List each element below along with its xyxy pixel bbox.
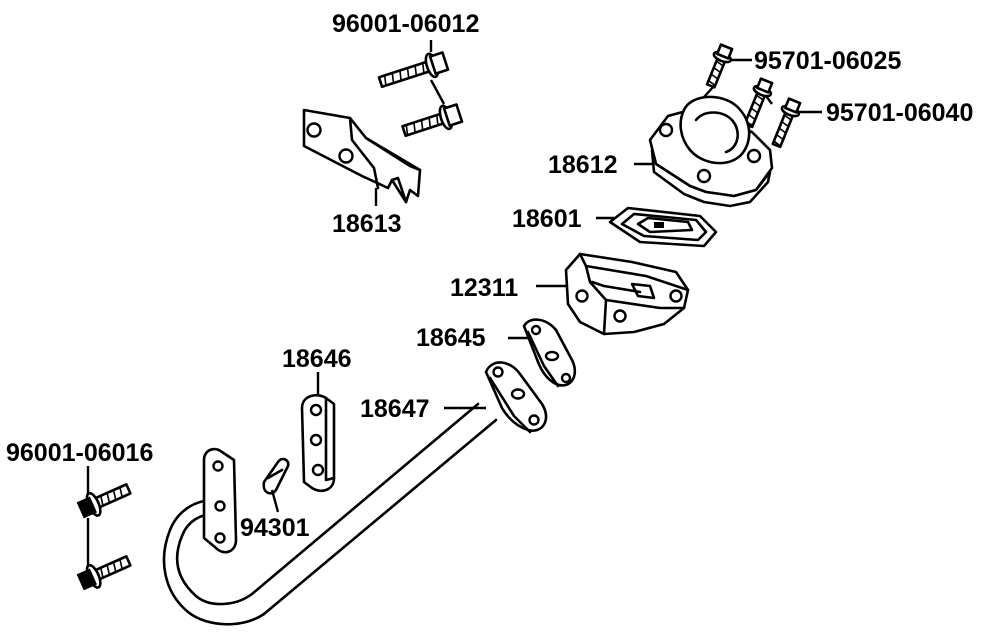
- pipe-bracket-plate[interactable]: [202, 447, 238, 554]
- cover-18612[interactable]: [634, 95, 774, 208]
- pipe-18647[interactable]: [162, 361, 548, 626]
- label-18645: 18645: [416, 324, 486, 352]
- body-12311[interactable]: [536, 252, 690, 336]
- label-18601: 18601: [512, 205, 582, 233]
- label-96001-06016: 96001-06016: [6, 439, 153, 467]
- bracket-18613[interactable]: [302, 108, 422, 206]
- label-96001-06012: 96001-06012: [332, 10, 479, 38]
- label-18612: 18612: [548, 151, 618, 179]
- bolt-96001-06016[interactable]: [76, 466, 133, 593]
- label-12311: 12311: [450, 274, 518, 302]
- label-95701-06040: 95701-06040: [826, 99, 973, 127]
- gasket-18645[interactable]: [508, 318, 577, 388]
- pin-94301[interactable]: [262, 457, 290, 513]
- label-95701-06025: 95701-06025: [754, 47, 901, 75]
- label-18646: 18646: [282, 345, 352, 373]
- label-18613: 18613: [332, 210, 402, 238]
- label-18647: 18647: [360, 395, 430, 423]
- plate-18646[interactable]: [300, 372, 336, 492]
- label-94301: 94301: [240, 514, 310, 542]
- bolt-96001-06012[interactable]: [377, 40, 464, 142]
- gasket-18601[interactable]: [596, 206, 718, 248]
